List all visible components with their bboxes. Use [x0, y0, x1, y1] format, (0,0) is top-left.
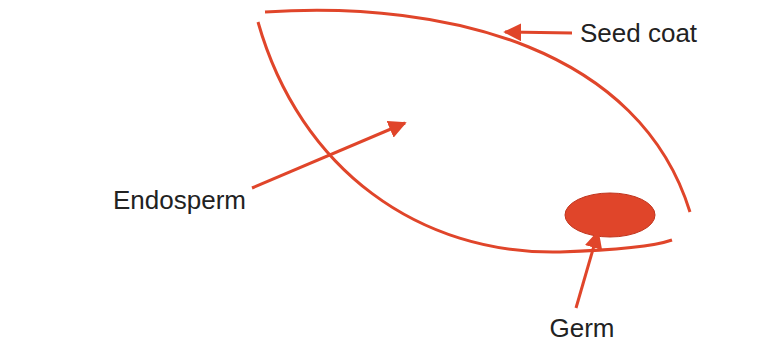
leader-arrow — [505, 32, 572, 33]
part-label: Seed coat — [580, 19, 697, 48]
germ-shape — [565, 193, 655, 237]
part-label: Germ — [550, 314, 615, 343]
seed-inner-outline — [258, 22, 672, 252]
part-label: Endosperm — [113, 186, 246, 215]
leader-arrow — [252, 123, 405, 188]
leader-arrow — [576, 232, 598, 308]
